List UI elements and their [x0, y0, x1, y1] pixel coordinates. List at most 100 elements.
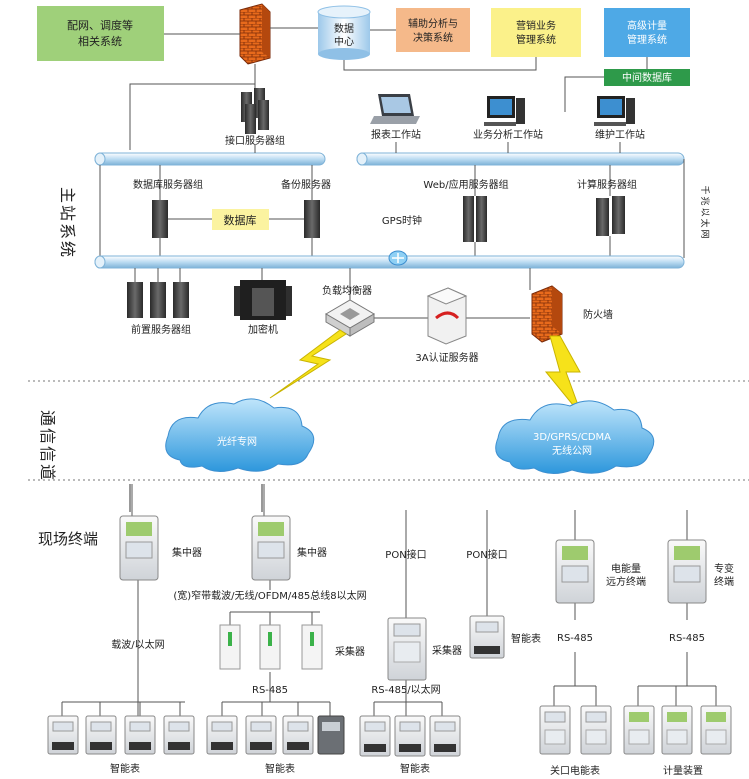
collector-1-label: 采集器 — [335, 645, 365, 658]
wireless-line2: 无线公网 — [552, 444, 592, 457]
gigabit-char-4: 太 — [699, 218, 711, 227]
backup-server-label: 备份服务器 — [281, 178, 331, 191]
report-workstation-label: 报表工作站 — [371, 128, 421, 141]
upper-network-bus — [94, 152, 685, 166]
fiber-network-label: 光纤专网 — [217, 435, 257, 448]
auth-server-icon — [426, 287, 468, 345]
maintenance-workstation-icon — [594, 96, 635, 126]
aux-decision-label: 辅助分析与 — [408, 17, 458, 30]
compute-servers-label: 计算服务器组 — [577, 178, 637, 191]
firewall-top-icon — [239, 3, 271, 65]
distribution-system-label: 配网、调度等 — [67, 18, 133, 32]
main-station-char-1: 主 — [58, 187, 77, 203]
special-terminal-label-2: 终端 — [714, 575, 734, 588]
pon-2-label: PON接口 — [466, 548, 507, 561]
smart-meters-1-label: 智能表 — [110, 762, 140, 775]
remote-terminal-label-2: 远方终端 — [606, 575, 646, 588]
metering-devices-label: 计量装置 — [663, 764, 703, 777]
smart-meters-group-3 — [359, 715, 461, 757]
db-server-icon — [152, 200, 168, 238]
gps-switch-icon — [388, 250, 408, 266]
desktop-workstation-icon — [484, 96, 525, 126]
lightning-wireless-icon — [544, 335, 583, 417]
frontend-server-group-icon — [127, 282, 189, 318]
gateway-meters-group — [539, 705, 612, 755]
carrier-ethernet-label: 载波/以太网 — [111, 638, 164, 651]
firewall-label: 防火墙 — [583, 308, 613, 321]
web-server-group-icon — [463, 196, 487, 242]
lightning-fiber-icon — [269, 329, 347, 399]
backup-server-icon — [304, 200, 320, 238]
smart-meters-group-1 — [47, 715, 195, 755]
special-terminal-label-1: 专变 — [714, 562, 734, 575]
channel-char-1: 通 — [38, 410, 57, 426]
main-station-char-2: 站 — [58, 205, 77, 221]
channel-char-3: 信 — [38, 446, 57, 462]
smart-meter-pon-icon — [469, 615, 505, 659]
distribution-system-label-2: 相关系统 — [78, 34, 122, 48]
metering-system-label-2: 管理系统 — [627, 33, 667, 46]
channel-char-2: 信 — [38, 428, 57, 444]
collector-2-label: 采集器 — [432, 644, 462, 657]
distribution-system-box — [37, 6, 164, 61]
channel-char-4: 道 — [38, 464, 57, 480]
gigabit-char-2: 兆 — [699, 196, 710, 205]
analysis-workstation-label: 业务分析工作站 — [473, 128, 543, 141]
collector-group-icon — [219, 624, 323, 670]
gigabit-char-1: 千 — [699, 185, 710, 194]
aux-decision-label-2: 决策系统 — [413, 31, 453, 44]
marketing-box — [491, 8, 581, 57]
encryptor-icon — [234, 280, 292, 320]
special-terminal-icon — [667, 539, 707, 604]
pon-1-label: PON接口 — [385, 548, 426, 561]
maintenance-workstation-label: 维护工作站 — [595, 128, 645, 141]
wireless-line1: 3D/GPRS/CDMA — [533, 432, 611, 443]
database-box — [212, 209, 269, 230]
concentrator-1-label: 集中器 — [172, 546, 202, 559]
smart-meters-group-2 — [206, 715, 345, 755]
data-center-icon — [317, 5, 371, 60]
field-connectors — [61, 484, 717, 716]
upper-bus-connectors — [99, 142, 685, 258]
data-center-label-2: 中心 — [334, 35, 354, 48]
load-balancer-icon — [325, 299, 375, 337]
concentrator-2-icon — [251, 484, 291, 581]
compute-server-group-icon — [596, 196, 625, 236]
interface-servers-label: 接口服务器组 — [225, 134, 285, 147]
top-connectors — [129, 27, 648, 150]
fiber-cloud-icon — [165, 398, 315, 472]
rs485-ethernet-label: RS-485/以太网 — [371, 683, 440, 696]
smart-meter-pon-label: 智能表 — [511, 632, 541, 645]
smart-meters-3-label: 智能表 — [400, 762, 430, 775]
rs485-3-label: RS-485 — [669, 633, 705, 644]
remote-terminal-icon — [555, 539, 595, 604]
interface-server-group-icon — [241, 88, 269, 134]
lower-bus-connectors — [134, 268, 531, 319]
gateway-meters-label: 关口电能表 — [550, 764, 600, 777]
data-center-label: 数据 — [334, 22, 354, 35]
concentrator-1-icon — [119, 484, 159, 581]
channel-label: 通 信 信 道 — [38, 410, 57, 480]
marketing-label: 营销业务 — [516, 19, 556, 32]
carrier-channels-label: (宽)窄带载波/无线/OFDM/485总线8以太网 — [173, 589, 366, 602]
main-station-char-4: 统 — [58, 241, 77, 257]
smart-meters-2-label: 智能表 — [265, 762, 295, 775]
main-station-char-3: 系 — [58, 223, 77, 239]
encryptor-label: 加密机 — [248, 323, 278, 336]
gps-clock-label: GPS时钟 — [382, 214, 422, 227]
database-label: 数据库 — [224, 213, 257, 227]
collector-pon-icon — [387, 617, 427, 681]
main-station-label: 主 站 系 统 — [58, 187, 77, 257]
metering-devices-group — [623, 705, 732, 755]
gigabit-char-5: 网 — [699, 229, 710, 238]
rs485-1-label: RS-485 — [252, 685, 288, 696]
db-servers-label: 数据库服务器组 — [133, 178, 203, 191]
gigabit-char-3: 以 — [699, 207, 709, 216]
laptop-icon — [370, 94, 420, 124]
aux-decision-box — [396, 8, 470, 52]
load-balancer-label: 负载均衡器 — [322, 284, 372, 297]
rs485-2-label: RS-485 — [557, 633, 593, 644]
top-systems: 配网、调度等 相关系统 数据 中心 辅助分析与 决策系统 营销业务 管理系统 高… — [37, 3, 690, 86]
